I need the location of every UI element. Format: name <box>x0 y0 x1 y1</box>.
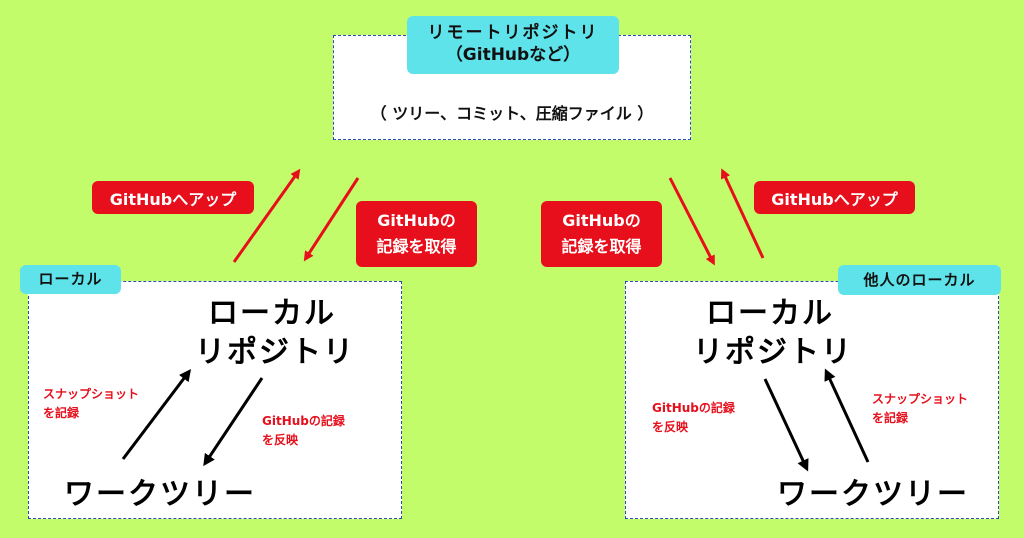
other-local-repository-label-line2: リポジトリ <box>693 335 853 370</box>
fetch-label-left-line1: GitHubの <box>377 211 456 230</box>
other-note-reflect: GitHubの記録 を反映 <box>652 399 735 437</box>
arrow-fetch-left <box>303 177 360 262</box>
local-repository-label-line1: ローカル <box>208 296 336 331</box>
other-worktree-label: ワークツリー <box>777 477 969 512</box>
remote-contents: （ ツリー、コミット、圧縮ファイル ） <box>370 104 654 123</box>
fetch-label-left-line2: 記録を取得 <box>376 237 457 256</box>
arrow-push-right <box>720 168 765 259</box>
note-reflect: GitHubの記録 を反映 <box>262 412 345 450</box>
note-snapshot: スナップショット を記録 <box>43 385 139 423</box>
arrow-fetch-right <box>668 177 715 266</box>
other-local-tag: 他人のローカル <box>838 265 1001 295</box>
remote-title-line2: （GitHubなど） <box>445 45 581 65</box>
remote-repository-tag: リモートリポジトリ （GitHubなど） <box>407 16 619 74</box>
fetch-label-left: GitHubの 記録を取得 <box>356 201 477 267</box>
worktree-label: ワークツリー <box>64 477 256 512</box>
arrow-snapshot-right <box>824 368 870 463</box>
note-snapshot-line1: スナップショット <box>43 387 140 401</box>
arrow-reflect-right <box>763 378 809 472</box>
note-reflect-line2: を反映 <box>262 433 299 447</box>
other-note-reflect-line2: を反映 <box>652 420 689 434</box>
push-label-right: GitHubへアップ <box>754 181 915 214</box>
fetch-label-right-line1: GitHubの <box>562 211 641 230</box>
other-note-snapshot: スナップショット を記録 <box>872 390 968 428</box>
arrow-reflect-left <box>203 377 264 467</box>
note-reflect-line1: GitHubの記録 <box>262 414 345 428</box>
other-note-snapshot-line2: を記録 <box>872 411 909 425</box>
local-box <box>28 281 402 519</box>
arrow-push-left <box>232 168 301 263</box>
other-note-snapshot-line1: スナップショット <box>872 392 969 406</box>
push-label-left: GitHubへアップ <box>92 181 254 214</box>
other-note-reflect-line1: GitHubの記録 <box>652 401 735 415</box>
local-tag: ローカル <box>20 265 121 294</box>
other-local-repository-label-line1: ローカル <box>706 296 834 331</box>
fetch-label-right: GitHubの 記録を取得 <box>541 201 662 267</box>
note-snapshot-line2: を記録 <box>43 406 80 420</box>
other-local-box <box>625 281 999 519</box>
arrow-snapshot-left <box>121 369 192 460</box>
remote-title-line1: リモートリポジトリ <box>427 23 599 43</box>
local-repository-label-line2: リポジトリ <box>195 335 355 370</box>
fetch-label-right-line2: 記録を取得 <box>561 237 642 256</box>
